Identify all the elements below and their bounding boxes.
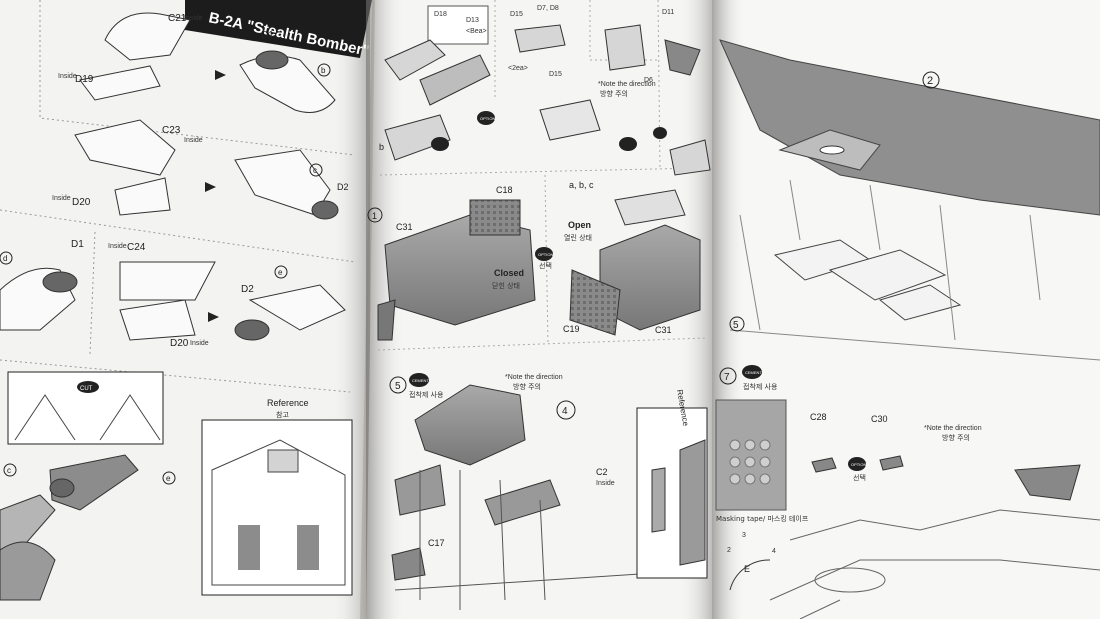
step-5-middle: 5 [395, 381, 401, 392]
step-c-left: c [313, 166, 317, 175]
part-label-c30: C30 [871, 414, 888, 424]
cut-badge: CUT [80, 386, 93, 392]
open-label-kr: 열린 상태 [564, 233, 592, 242]
step-b-middle: b [379, 142, 384, 152]
closed-label: Closed [494, 268, 524, 278]
inside-label-d19: Inside [58, 73, 77, 80]
note-direction-top: *Note the direction [598, 81, 656, 88]
part-label-d7-d8: D7, D8 [537, 5, 559, 12]
middle-page: D18 D13 <Bea> D15 D7, D8 D15 <2ea> *Note… [366, 0, 715, 619]
mask-num-3: 3 [742, 532, 746, 539]
reference-label-left-kr: 참고 [276, 411, 289, 419]
part-label-c31-closed: C31 [396, 222, 413, 232]
part-label-c24: C24 [127, 242, 146, 253]
part-label-d1-top: D1 [261, 30, 274, 41]
open-label: Open [568, 220, 591, 230]
note-direction-middle-kr: 방향 주의 [513, 382, 541, 391]
part-label-d18: D18 [434, 11, 447, 18]
part-label-d2-mid: D2 [241, 284, 254, 295]
open-steps: a, b, c [569, 180, 594, 190]
inside-label-c23: Inside [184, 137, 203, 144]
part-label-c17: C17 [428, 538, 445, 548]
part-label-d20-mid: D20 [170, 338, 189, 349]
step-d-left: d [3, 254, 7, 263]
part-label-d11: D11 [662, 9, 674, 16]
right-page: 2 5 7 CEMENT 접착제 사용 Masking tape/ 마스킹 테이… [712, 0, 1100, 619]
note-direction-middle: *Note the direction [505, 374, 563, 381]
step-1-middle: 1 [372, 211, 377, 221]
part-label-c31-open: C31 [655, 325, 672, 335]
option-badge-right: OPTION [851, 462, 866, 467]
part-label-c2: C2 [596, 467, 608, 477]
option-badge-right-kr: 선택 [853, 473, 866, 482]
part-label-d1-mid: D1 [71, 239, 84, 250]
part-label-d6: D6 [644, 77, 653, 84]
part-label-d13: D13 [466, 17, 479, 24]
wing-assembly-drawing [719, 39, 1100, 216]
step-2-right: 2 [927, 75, 933, 87]
title-banner [185, 0, 372, 58]
cement-badge-middle: CEMENT [412, 378, 429, 383]
cement-badge-middle-kr: 접착제 사용 [409, 390, 444, 399]
part-label-d15-top: D15 [510, 11, 523, 18]
step-e-left: e [278, 268, 283, 277]
inside-label-d20: Inside [52, 195, 71, 202]
reference-box-left [201, 419, 353, 596]
inside-label-c21: Inside [184, 15, 203, 22]
part-label-c21: C21 [168, 13, 187, 24]
part-label-c18: C18 [496, 185, 513, 195]
part-label-c28: C28 [810, 412, 827, 422]
inside-label-c24: Inside [108, 243, 127, 250]
part-label-c23: C23 [162, 125, 181, 136]
inside-label-d20-mid: Inside [190, 340, 209, 347]
mask-num-4: 4 [772, 548, 776, 555]
option-badges-middle: OPTION OPTION 선택 [431, 111, 667, 270]
part-label-d2-top: D2 [337, 182, 349, 192]
step-4-ref-middle: 4 [562, 406, 568, 417]
masking-tape-sheet [715, 399, 787, 511]
closed-label-kr: 닫힌 상태 [492, 281, 520, 290]
part-label-d15-bottom: D15 [549, 71, 562, 78]
left-page: B-2A "Stealth Bomber" [0, 0, 372, 619]
bea-label: <Bea> [466, 28, 487, 35]
option-badge-1: OPTION [480, 116, 495, 121]
reference-label-left: Reference [267, 398, 309, 408]
step-e-bottom: e [166, 474, 171, 483]
mask-letter-e: E [744, 564, 750, 574]
step-c-bottom: c [7, 466, 11, 475]
step-7-right: 7 [724, 372, 730, 383]
note-direction-right-kr: 방향 주의 [942, 433, 970, 442]
option-badge-2: OPTION [538, 252, 553, 257]
inside-label-c2: Inside [596, 480, 615, 487]
part-label-d19: D19 [75, 74, 94, 85]
masking-tape-label: Masking tape/ 마스킹 테이프 [716, 514, 809, 523]
note-direction-top-kr: 방향 주의 [600, 89, 628, 98]
fuselage-part-drawing [414, 384, 526, 466]
cement-badge-right-kr: 접착제 사용 [743, 382, 778, 391]
option-badge-2-kr: 선택 [539, 261, 552, 270]
step-b-left: b [321, 66, 326, 75]
mask-num-2: 2 [727, 547, 731, 554]
note-direction-right: *Note the direction [924, 425, 982, 432]
cement-badge-right: CEMENT [745, 370, 762, 375]
bea-callout [427, 5, 489, 45]
part-label-d20-top: D20 [72, 197, 91, 208]
two-ea-label: <2ea> [508, 65, 528, 72]
step-5-right: 5 [733, 320, 739, 331]
part-label-c19: C19 [563, 324, 580, 334]
